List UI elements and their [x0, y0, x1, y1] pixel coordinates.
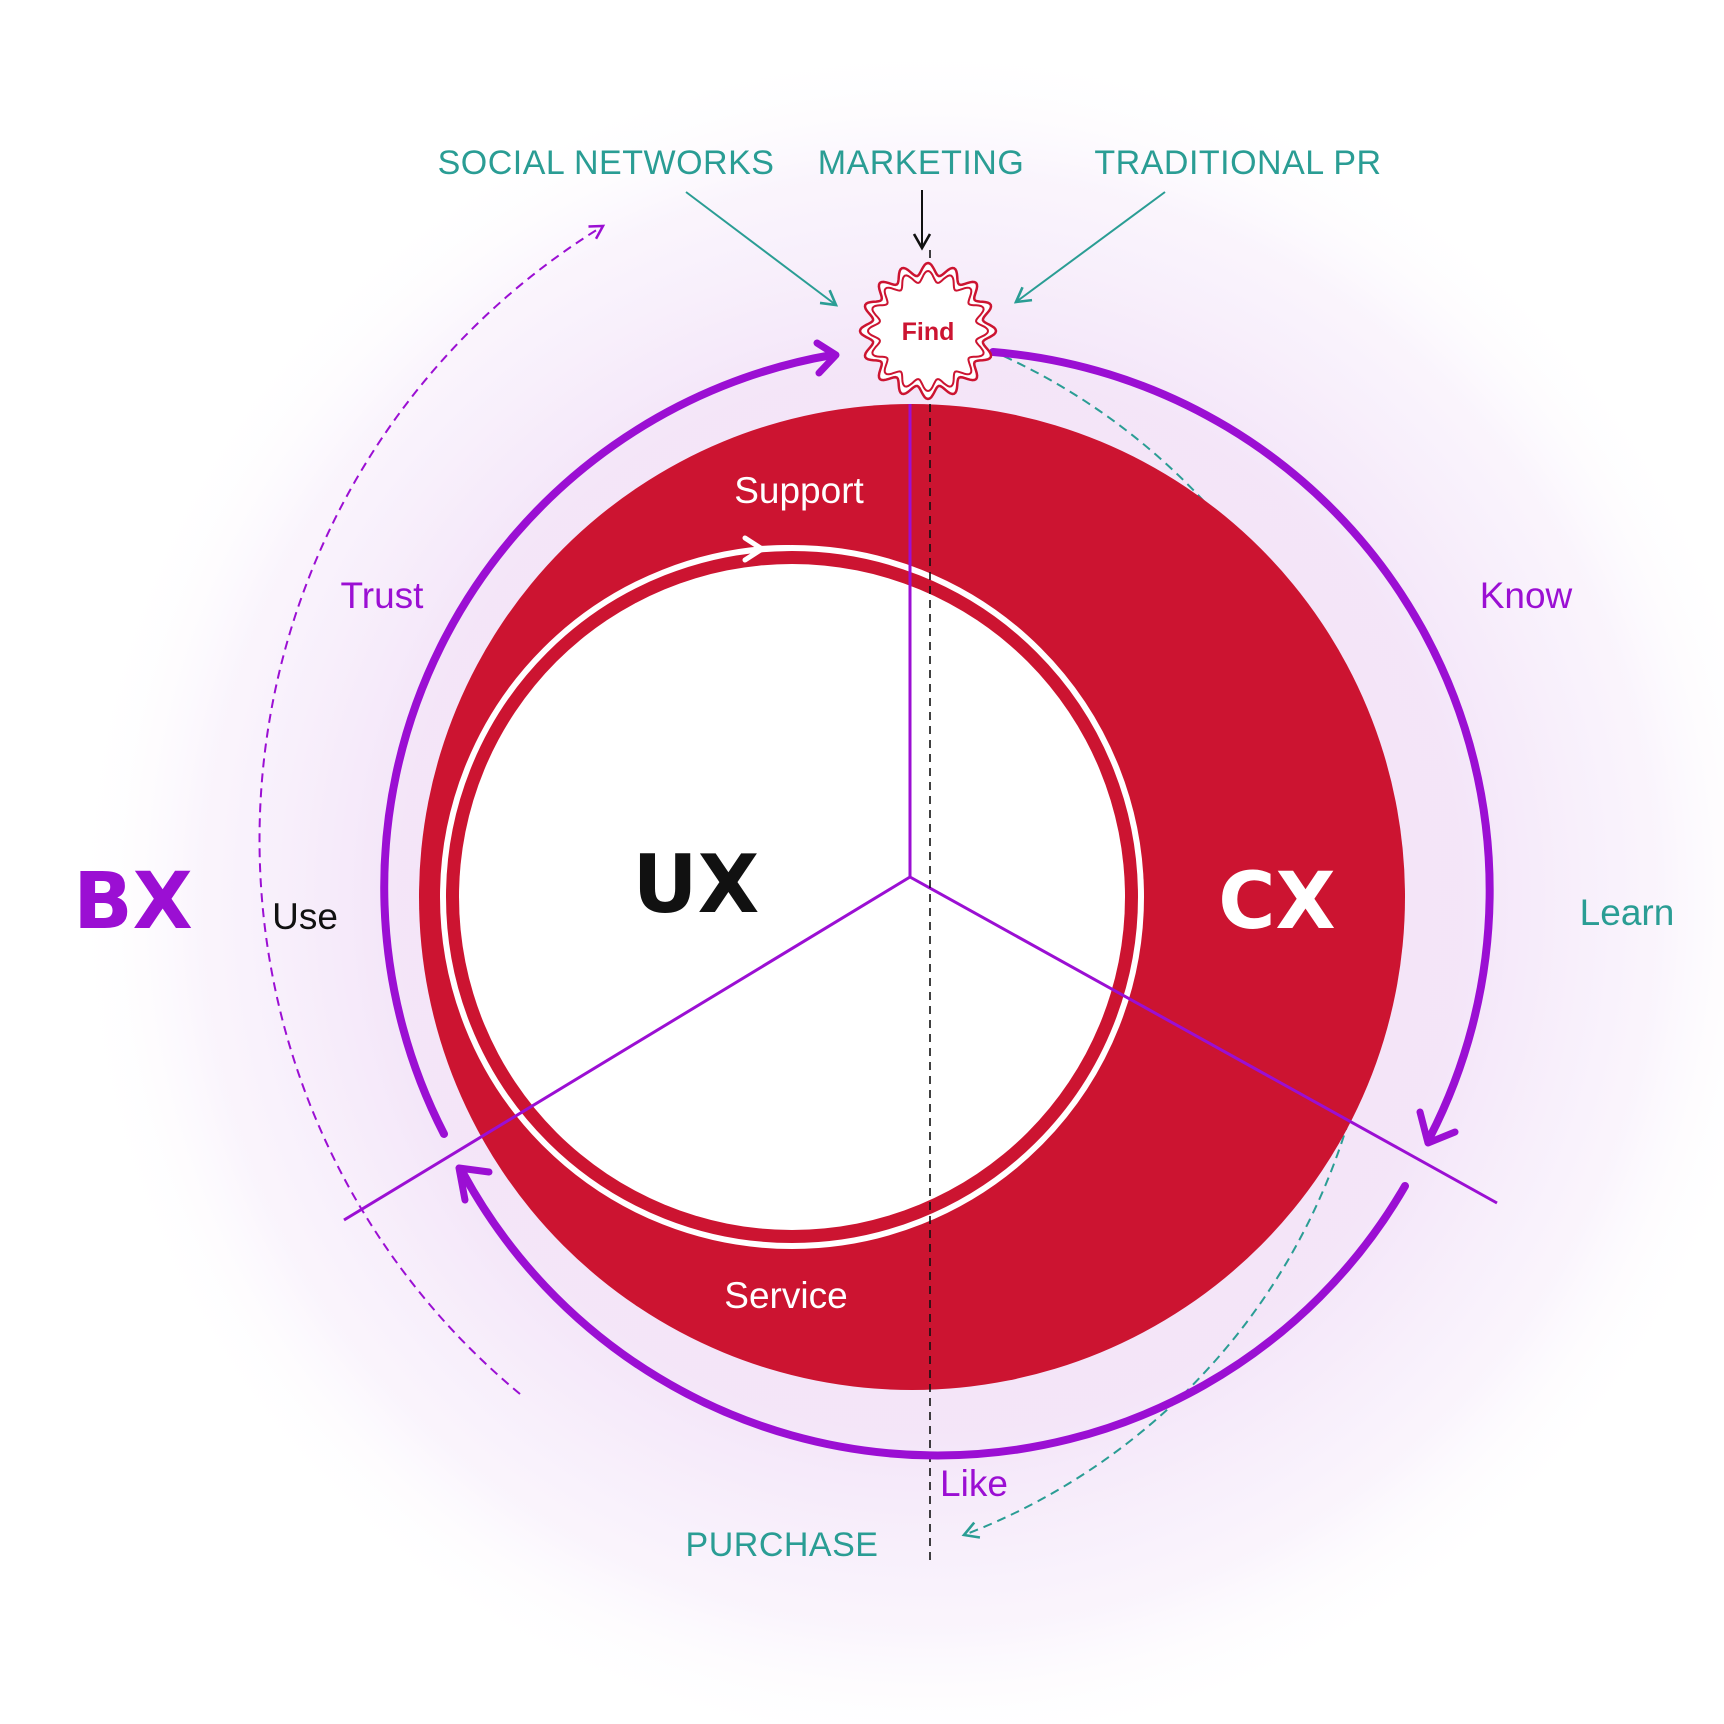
ux-white-ring [440, 545, 1144, 1249]
support-label: Support [734, 470, 864, 511]
support-arrowhead [742, 535, 765, 563]
use-trust-arc [380, 351, 836, 1138]
trust-label: Trust [341, 575, 425, 616]
like-service-arrowhead [455, 1164, 493, 1204]
know-learn-arrowhead [1416, 1108, 1459, 1147]
find-label: Find [902, 318, 955, 346]
social-networks-label: SOCIAL NETWORKS [438, 144, 775, 182]
bx-dashed-arc [258, 224, 606, 1395]
find-seal-icon [858, 261, 998, 401]
bx-label: BX [73, 857, 193, 947]
divider-line-right [909, 875, 1498, 1205]
service-label: Service [724, 1275, 847, 1316]
support-arrow-arc [759, 544, 791, 552]
traditional-pr-arrow [1013, 191, 1166, 304]
social-networks-arrow [685, 191, 839, 307]
ux-white-disc [459, 564, 1125, 1230]
find-badge[interactable]: Find [858, 261, 998, 401]
like-service-arc [459, 1169, 1409, 1460]
purchase-label: PURCHASE [686, 1526, 879, 1564]
divider-line-left [343, 875, 911, 1222]
like-label: Like [940, 1463, 1008, 1504]
use-label: Use [272, 896, 338, 937]
traditional-pr-label: TRADITIONAL PR [1094, 144, 1381, 182]
learn-label: Learn [1580, 892, 1675, 933]
marketing-label: MARKETING [818, 144, 1025, 182]
cx-label: CX [1218, 857, 1335, 947]
know-label: Know [1480, 575, 1573, 616]
find-seal-inner [866, 269, 990, 393]
use-trust-arrowhead [813, 339, 840, 377]
know-learn-arc [989, 348, 1494, 1141]
ux-label: UX [633, 838, 760, 931]
